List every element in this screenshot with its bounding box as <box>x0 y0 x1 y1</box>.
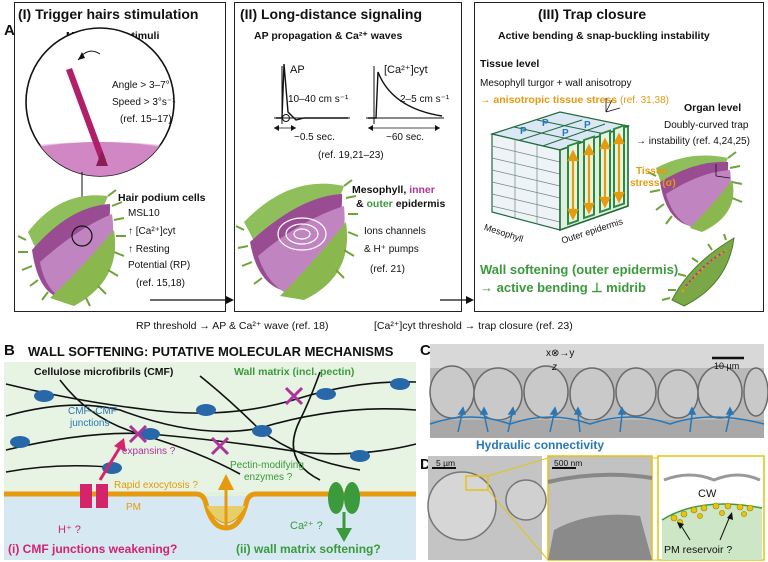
cmf-label: Cellulose microfibrils (CMF) <box>34 366 174 378</box>
organ-level: Organ level <box>684 102 742 114</box>
panel-a-letter: A <box>4 22 15 39</box>
meso-amp: & <box>356 198 364 210</box>
mechanism-ii: (ii) wall matrix softening? <box>236 542 381 556</box>
aniso-text: → anisotropic tissue stress (ref. 31,38) <box>480 94 669 107</box>
col2-ref2: (ref. 21) <box>370 264 406 275</box>
p-label-1: P <box>520 126 527 137</box>
col2-title: (II) Long-distance signaling <box>240 6 422 22</box>
meso-outer: outer <box>366 198 393 210</box>
mesophyll-turgor: Mesophyll turgor + wall anisotropy <box>480 78 632 89</box>
z-c: z <box>552 362 557 373</box>
col1-ref: (ref. 15–17) <box>120 114 172 125</box>
pectin-label-2: enzymes ? <box>244 472 293 483</box>
speed-text: Speed > 3°s⁻¹ <box>112 97 176 108</box>
p-label-3: P <box>562 128 569 139</box>
hair-podium-title: Hair podium cells <box>118 192 206 204</box>
threshold-2: [Ca²⁺]cyt threshold → trap closure (ref.… <box>374 320 573 332</box>
ions-text: Ions channels <box>364 226 426 237</box>
col2-subtitle: AP propagation & Ca²⁺ waves <box>254 30 403 42</box>
epidermis-label: & outer epidermis <box>356 198 445 210</box>
ca-speed: 2–5 cm s⁻¹ <box>400 94 450 105</box>
ca-text: ↑ [Ca²⁺]cyt <box>128 226 176 237</box>
junctions-label-2: junctions <box>70 418 110 429</box>
threshold-1: RP threshold → AP & Ca²⁺ wave (ref. 18) <box>136 320 329 332</box>
col3-title: (III) Trap closure <box>538 6 647 22</box>
panel-b-title: WALL SOFTENING: PUTATIVE MOLECULAR MECHA… <box>28 344 394 359</box>
wall-matrix-label: Wall matrix (incl. pectin) <box>234 366 355 378</box>
aniso-main: → anisotropic tissue stress <box>480 94 618 106</box>
meso-inner: inner <box>409 184 435 196</box>
resting-text: ↑ Resting <box>128 244 170 255</box>
tissue-stress-2: stress (σ) <box>630 178 676 189</box>
panel-a-col1 <box>14 2 226 312</box>
panel-d-letter: D <box>420 456 431 473</box>
angle-text: Angle > 3–7° <box>112 80 170 91</box>
col1-ref2: (ref. 15,18) <box>136 278 185 289</box>
doubly-curved: Doubly-curved trap <box>664 120 749 131</box>
pectin-label-1: Pectin-modifying <box>230 460 304 471</box>
cw-label: CW <box>698 488 717 500</box>
aniso-ref: (ref. 31,38) <box>620 95 669 106</box>
msl10-text: MSL10 <box>128 208 160 219</box>
panel-c-letter: C <box>420 342 431 359</box>
col1-subtitle: Mechanical stimuli <box>66 30 160 42</box>
pm-label: PM <box>126 502 141 513</box>
pm-reservoir-label: PM reservoir ? <box>664 544 733 556</box>
meso-a: Mesophyll, <box>352 184 407 196</box>
scale-d2: 500 nm <box>554 458 583 468</box>
panel-b-letter: B <box>4 342 15 359</box>
scale-c: 10 µm <box>714 361 740 371</box>
wall-softening-text: Wall softening (outer epidermis) <box>480 262 679 277</box>
scale-d1: 5 µm <box>436 458 456 468</box>
exocytosis-label: Rapid exocytosis ? <box>114 480 198 491</box>
potential-text: Potential (RP) <box>128 260 191 271</box>
active-bending-text: → active bending ⊥ midrib <box>480 280 646 295</box>
pumps-text: & H⁺ pumps <box>364 244 419 255</box>
col2-ref: (ref. 19,21–23) <box>318 150 384 161</box>
meso-b: epidermis <box>395 198 446 210</box>
hydraulic-label: Hydraulic connectivity <box>476 438 605 452</box>
axes-c: x⊗→y <box>546 348 575 359</box>
col1-title: (I) Trigger hairs stimulation <box>18 6 199 22</box>
ca-channel-label: Ca²⁺ ? <box>290 520 323 532</box>
ca-time: ~60 sec. <box>386 132 425 143</box>
mesophyll-label: Mesophyll, inner <box>352 184 435 196</box>
tissue-stress-1: Tissue <box>636 166 668 177</box>
junctions-label-1: CMF–CMF <box>68 406 117 417</box>
tissue-level: Tissue level <box>480 58 540 70</box>
p-label-2: P <box>542 118 549 129</box>
ap-time: ~0.5 sec. <box>294 132 335 143</box>
mechanism-i: (i) CMF junctions weakening? <box>8 542 178 556</box>
p-label-4: P <box>584 120 591 131</box>
expansins-label: expansins ? <box>122 446 176 457</box>
ca-label: [Ca²⁺]cyt <box>384 64 428 76</box>
ap-speed: 10–40 cm s⁻¹ <box>288 94 349 105</box>
instability: → instability (ref. 4,24,25) <box>636 136 750 147</box>
hplus-label: H⁺ ? <box>58 524 81 536</box>
col3-subtitle: Active bending & snap-buckling instabili… <box>498 30 710 42</box>
ap-label: AP <box>290 64 305 76</box>
